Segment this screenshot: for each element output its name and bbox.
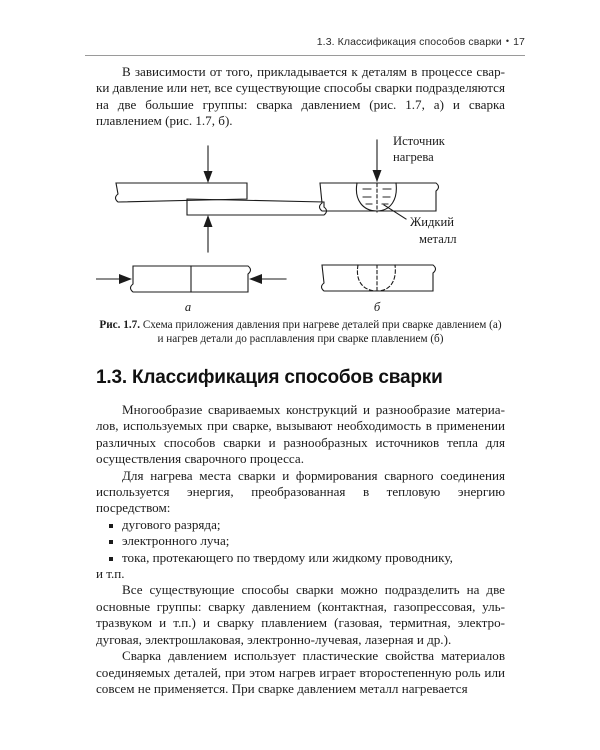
figure-1-7-drawing: Источник нагрева Жидкий металл а б bbox=[96, 134, 457, 314]
body-paragraph-3: Все существующие способы сварки можно по… bbox=[96, 582, 505, 647]
molten-pool-hatch bbox=[362, 188, 392, 205]
solidified-weld-outline bbox=[356, 264, 396, 292]
figure-caption-line1: Схема приложения давления при нагреве де… bbox=[142, 319, 434, 331]
pressure-arrow-left-head bbox=[119, 274, 132, 284]
running-head-rule bbox=[85, 55, 525, 56]
butt-joint-plate bbox=[129, 265, 252, 293]
fusion-plate-top bbox=[318, 182, 440, 212]
figure-caption-id: Рис. 1.7. bbox=[99, 319, 141, 331]
liquid-metal-leader-line bbox=[383, 204, 407, 220]
intro-paragraph: В зависимости от того, прикладывается к … bbox=[96, 64, 505, 129]
running-head-title: 1.3. Классификация способов сварки bbox=[316, 36, 502, 48]
panel-a-label: а bbox=[185, 300, 191, 314]
page-number: 17 bbox=[513, 36, 525, 48]
list-item: тока, протекающего по твердому или жидко… bbox=[96, 550, 505, 566]
list-item-label: дугового разряда; bbox=[122, 516, 221, 532]
heat-source-label-line2: нагрева bbox=[393, 150, 434, 164]
liquid-metal-label-line2: металл bbox=[419, 232, 457, 246]
section-heading: 1.3. Классификация способов сварки bbox=[96, 367, 443, 388]
molten-pool-outline bbox=[355, 182, 397, 212]
body-paragraph-2: Для нагрева места сварки и формирования … bbox=[96, 467, 505, 516]
lap-joint-lower-plate bbox=[186, 198, 328, 216]
pressure-arrow-right-head bbox=[249, 274, 262, 284]
energy-source-list: дугового разряда; электронного луча; ток… bbox=[96, 517, 505, 566]
pressure-arrow-top-head bbox=[203, 171, 213, 183]
lap-joint-upper-plate bbox=[114, 182, 248, 203]
panel-b-label: б bbox=[374, 300, 381, 314]
list-item-label: тока, протекающего по твердому или жидко… bbox=[122, 549, 453, 565]
body-paragraph-1: Многообразие свариваемых конструкций и р… bbox=[96, 402, 505, 467]
heat-source-arrow-head bbox=[372, 170, 382, 182]
fusion-plate-bottom bbox=[320, 264, 437, 292]
figure-caption-line2: давлением (а) и нагрев детали до расплав… bbox=[157, 319, 502, 346]
intro-text-block: В зависимости от того, прикладывается к … bbox=[96, 64, 505, 130]
list-item-label: электронного луча; bbox=[122, 533, 230, 549]
heat-source-label-line1: Источник bbox=[393, 134, 446, 148]
liquid-metal-label-line1: Жидкий bbox=[410, 215, 454, 229]
pressure-arrow-bottom-head bbox=[203, 215, 213, 227]
main-text-block: Многообразие свариваемых конструкций и р… bbox=[96, 402, 505, 697]
list-item: дугового разряда; bbox=[96, 517, 505, 533]
list-tail-text: и т.п. bbox=[96, 566, 125, 582]
figure-caption: Рис. 1.7. Схема приложения давления при … bbox=[96, 318, 505, 347]
list-item: электронного луча; bbox=[96, 533, 505, 549]
bullet-square-icon bbox=[109, 540, 113, 545]
figure-1-7: Источник нагрева Жидкий металл а б bbox=[96, 132, 505, 314]
bullet-square-icon bbox=[109, 523, 113, 528]
bullet-square-icon bbox=[109, 556, 113, 561]
running-head-separator: • bbox=[505, 36, 510, 46]
running-head: 1.3. Классификация способов сварки•17 bbox=[85, 36, 525, 48]
body-paragraph-4: Сварка давлением использует пластические… bbox=[96, 648, 505, 696]
